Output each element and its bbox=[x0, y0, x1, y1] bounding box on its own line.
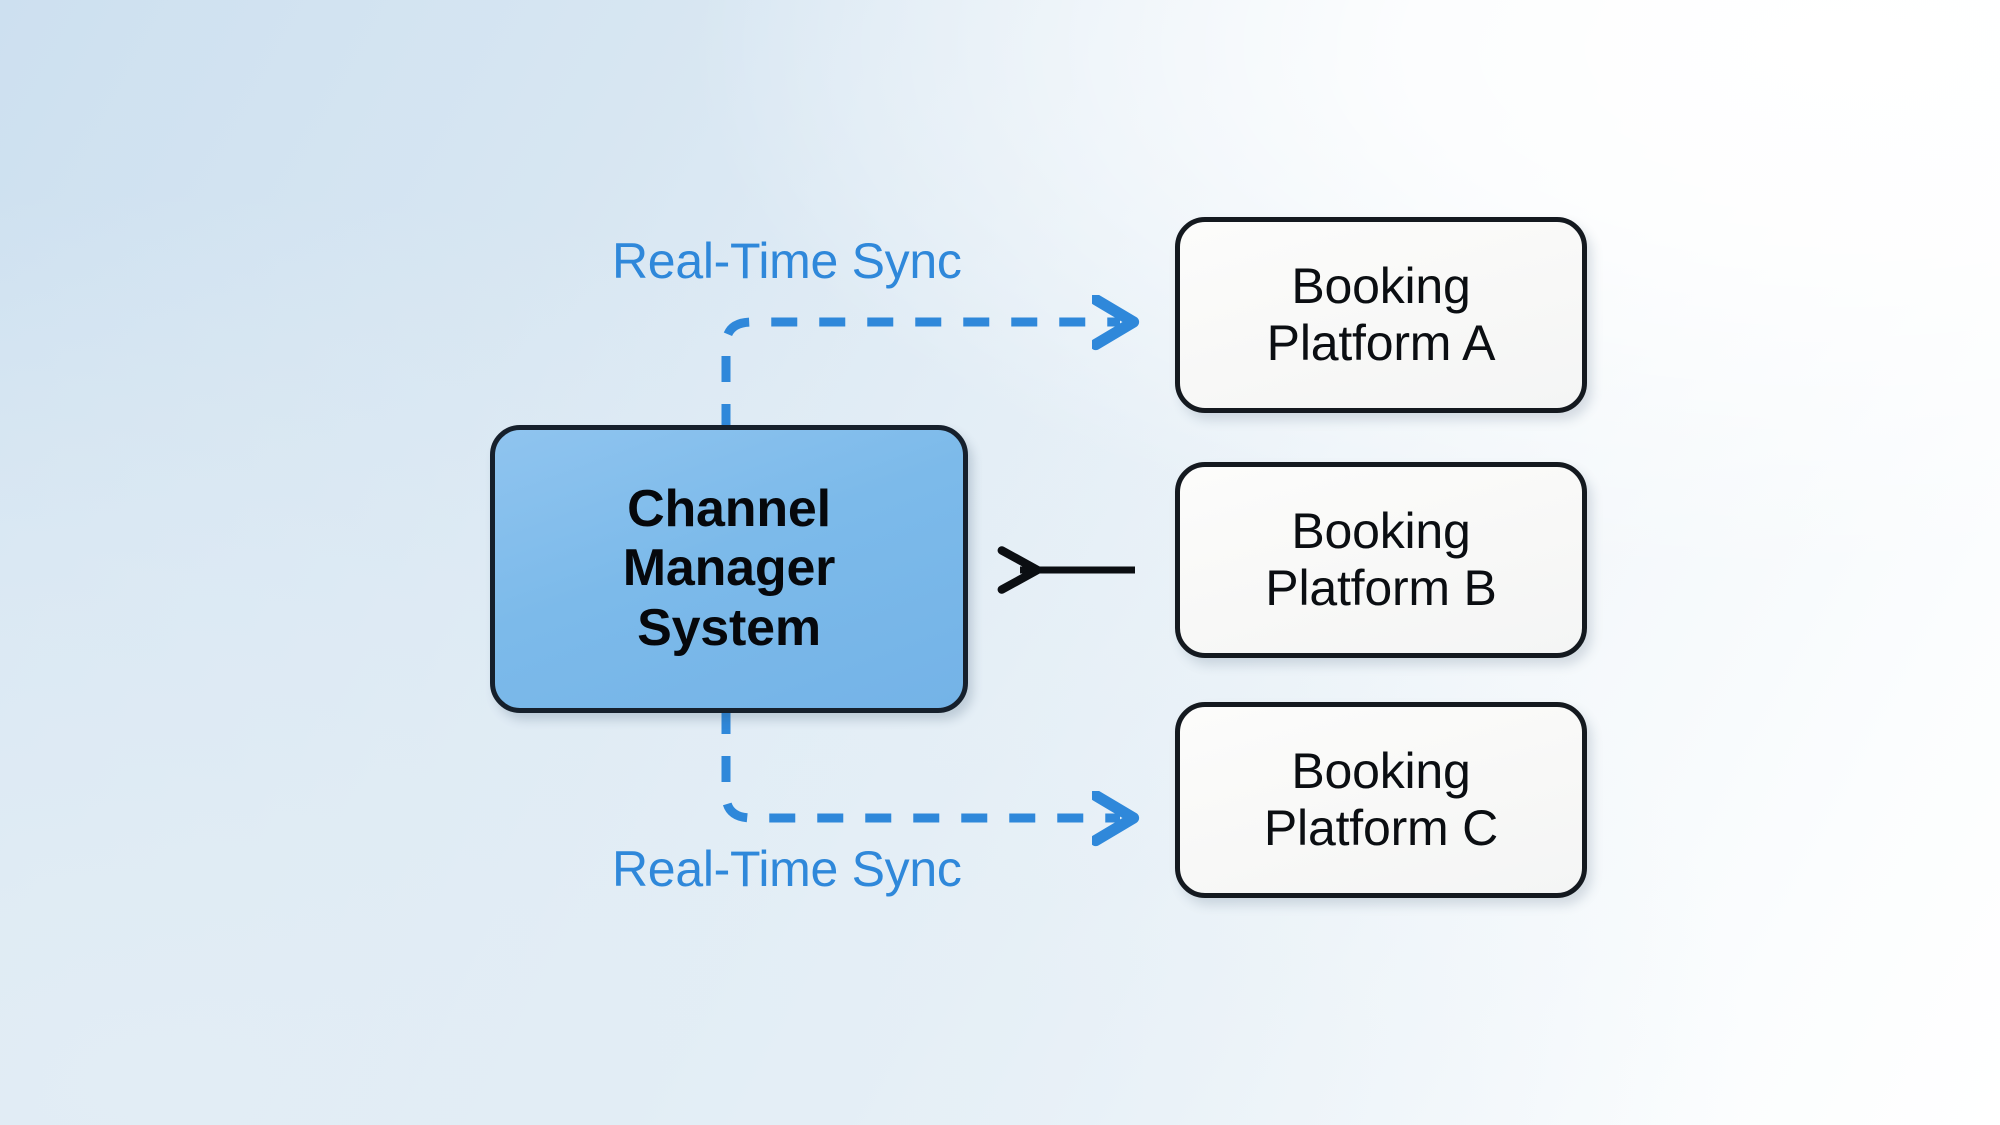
node-booking-platform-c[interactable]: Booking Platform C bbox=[1175, 702, 1587, 898]
node-booking-platform-c-label: Booking Platform C bbox=[1263, 743, 1499, 856]
node-booking-platform-b-label: Booking Platform B bbox=[1265, 503, 1497, 616]
edge-top-path bbox=[721, 322, 1120, 430]
edge-bottom-label: Real-Time Sync bbox=[612, 841, 962, 897]
node-booking-platform-a-label: Booking Platform A bbox=[1266, 258, 1496, 371]
edge-bottom-path bbox=[721, 708, 1120, 818]
node-channel-manager-system-label: Channel Manager System bbox=[622, 480, 836, 657]
node-booking-platform-b[interactable]: Booking Platform B bbox=[1175, 462, 1587, 658]
node-booking-platform-a[interactable]: Booking Platform A bbox=[1175, 217, 1587, 413]
edge-top-label: Real-Time Sync bbox=[612, 233, 962, 289]
node-channel-manager-system[interactable]: Channel Manager System bbox=[490, 425, 968, 713]
